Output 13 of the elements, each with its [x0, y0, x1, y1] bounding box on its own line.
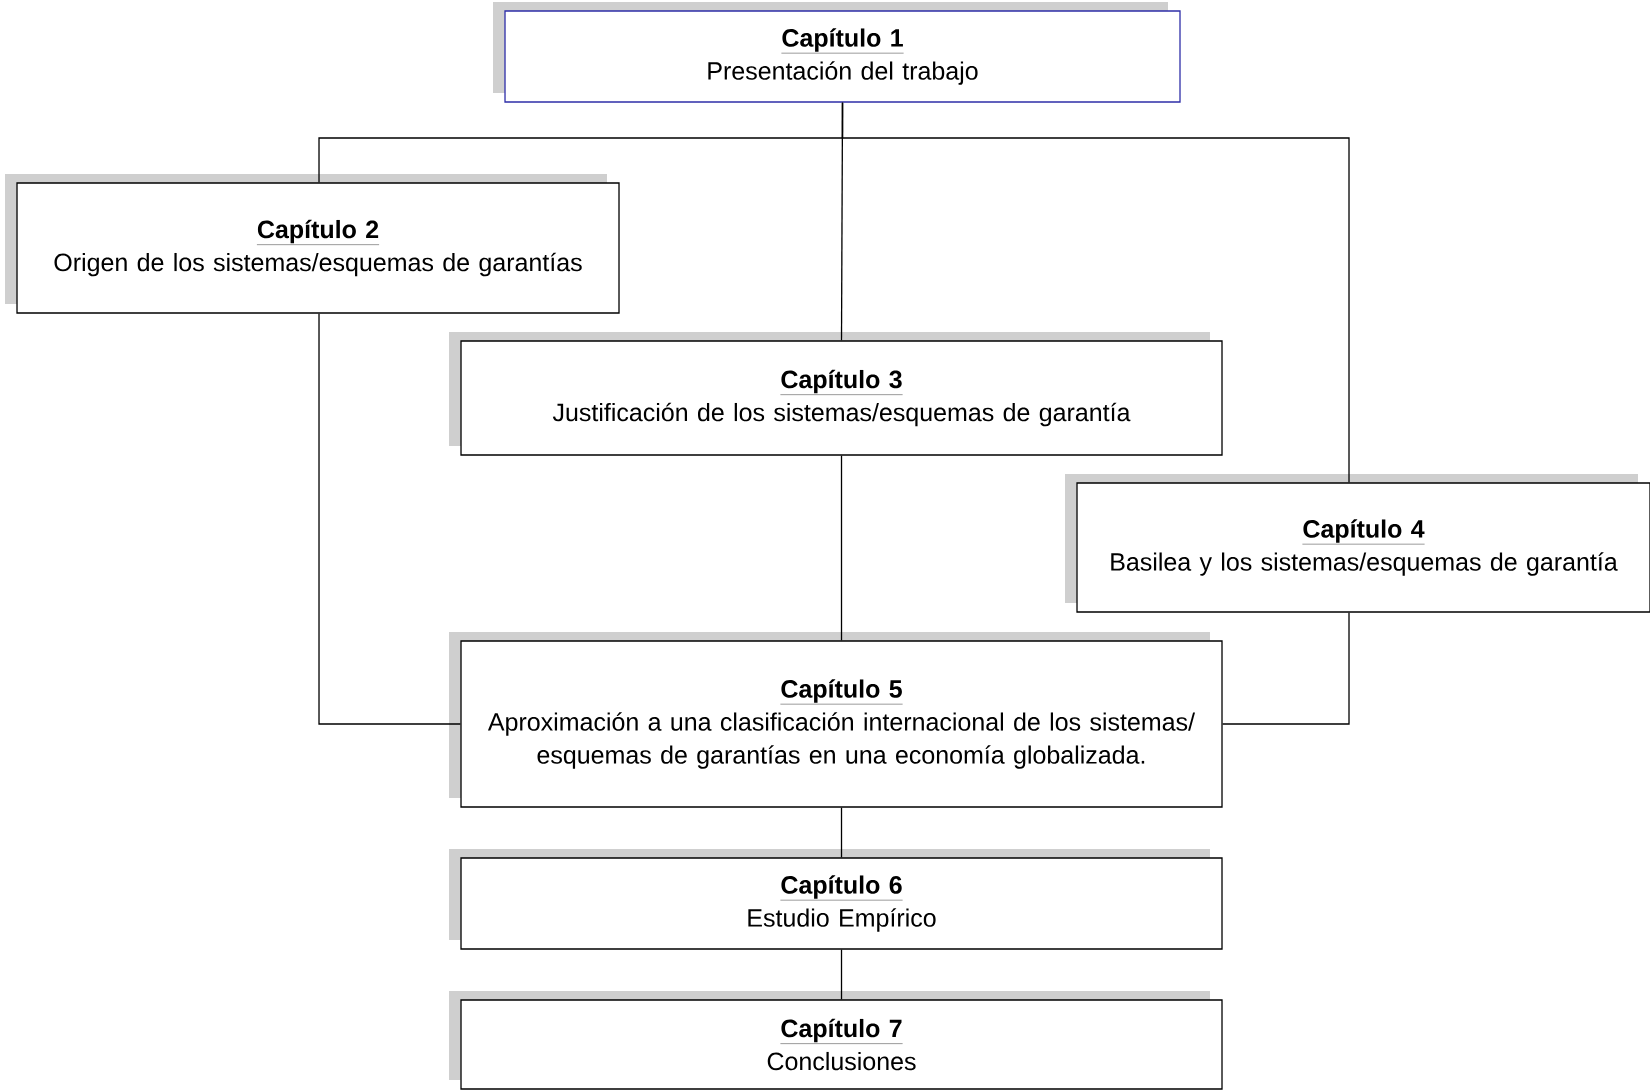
chapter-box: Capítulo 7 Conclusiones — [449, 991, 1223, 1090]
connector-line — [840, 949, 843, 1000]
chapter-box: Capítulo 6 Estudio Empírico — [449, 849, 1223, 950]
chapter-box: Capítulo 4 Basilea y los sistemas/esquemas de garantía — [1065, 474, 1650, 613]
connector-line — [841, 102, 1350, 483]
chapter-box: Capítulo 2 Origen de los sistemas/esquemas de garantías — [5, 174, 620, 314]
connector-line — [318, 313, 461, 725]
chapter-box: Capítulo 5 Aproximación a una clasificación internacional de los sistemas/ esquemas de garantías en una economía globalizada. — [449, 632, 1223, 808]
connector-line — [840, 455, 843, 641]
connector-line — [840, 807, 843, 858]
chapter-box: Capítulo 1 Presentación del trabajo — [493, 2, 1181, 103]
connector-line — [1222, 612, 1350, 725]
chapter-box: Capítulo 3 Justificación de los sistemas/esquemas de garantía — [449, 332, 1223, 456]
